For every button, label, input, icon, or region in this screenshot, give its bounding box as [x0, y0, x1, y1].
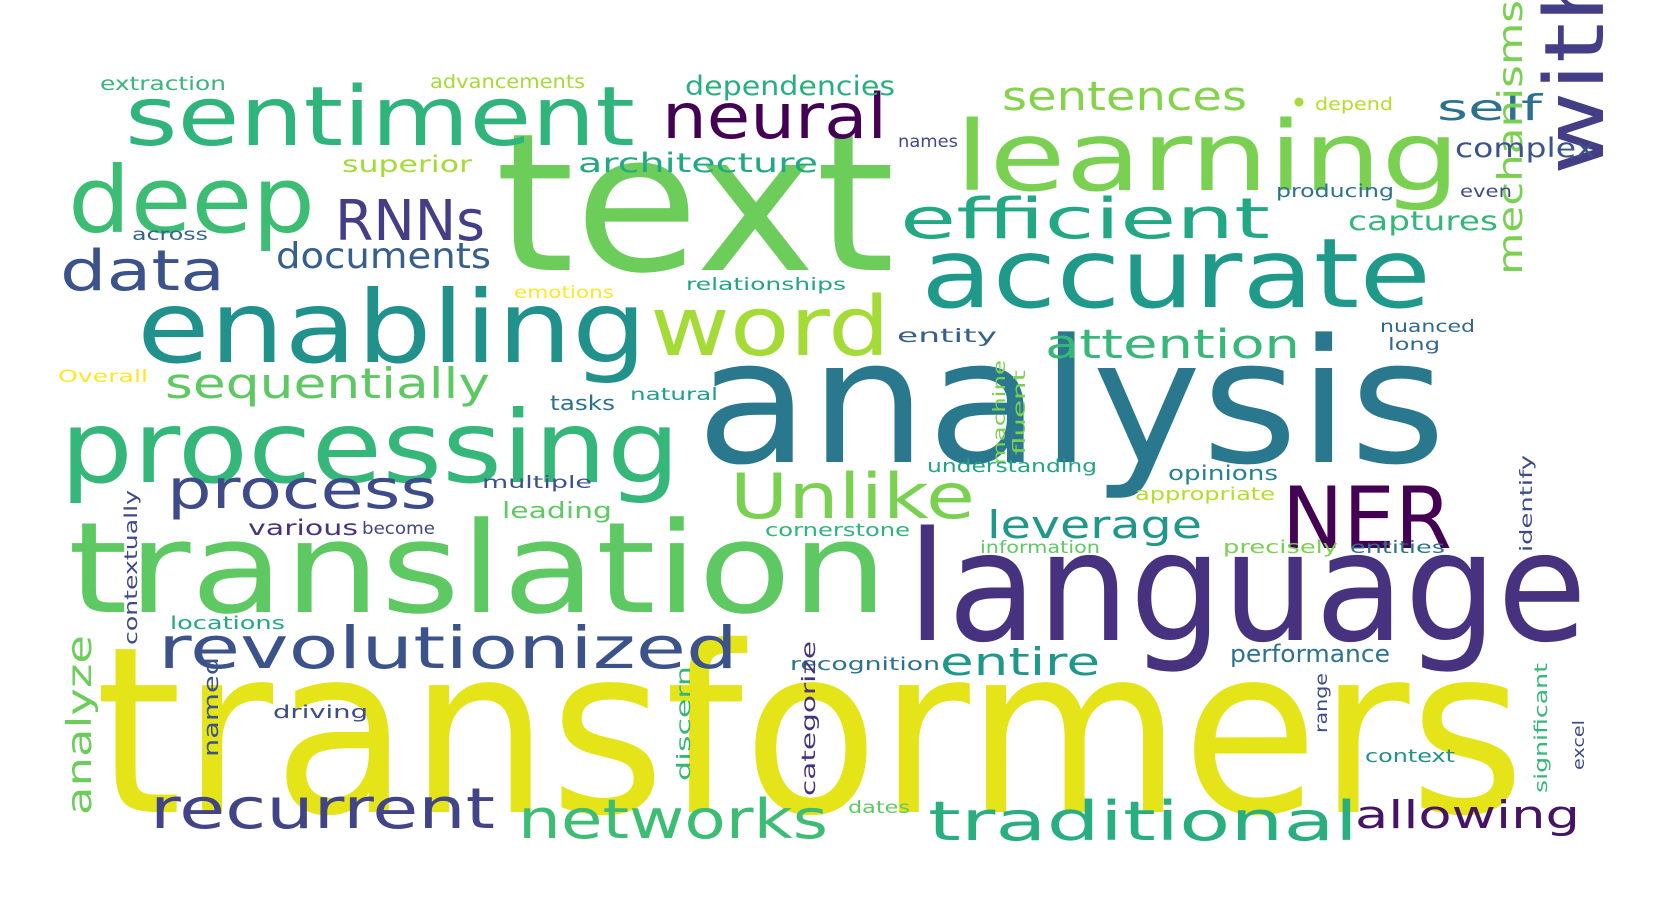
word-rnns: RNNs [335, 189, 485, 254]
word-sequentially: sequentially [165, 359, 490, 408]
word-superior: superior [342, 152, 473, 178]
word-understanding: understanding [927, 456, 1097, 477]
word-entities: entities [1350, 538, 1445, 558]
word-revolutionized: revolutionized [158, 614, 738, 682]
word-neural: neural [662, 80, 887, 153]
word-relationships: relationships [686, 275, 846, 295]
word-excel: excel [1569, 720, 1588, 770]
word-dependencies: dependencies [685, 71, 895, 102]
word-named: named [199, 657, 223, 757]
word-long: long [1388, 335, 1440, 355]
word-analysis: analysis [696, 302, 1446, 503]
word-entity: entity [897, 325, 997, 347]
word-appropriate: appropriate [1135, 484, 1275, 505]
word-cornerstone: cornerstone [765, 520, 910, 541]
word-recognition: recognition [790, 654, 940, 675]
word-documents: documents [276, 236, 491, 277]
word-analyze: analyze [60, 635, 100, 815]
word-tasks: tasks [550, 391, 615, 415]
word-ner: NER [1282, 469, 1452, 569]
word-text: text [495, 93, 895, 316]
word-overall: Overall [58, 367, 148, 387]
word-word: word [650, 280, 890, 375]
word-machine: machine [990, 360, 1010, 465]
word-fluent: fluent [1010, 369, 1030, 455]
word-self: self [1437, 88, 1544, 129]
word-identify: identify [1517, 455, 1537, 552]
word-processing: processing [60, 389, 680, 506]
word-unlike: Unlike [730, 460, 975, 533]
word-within: within [1528, 0, 1623, 175]
word-significant: significant [1531, 663, 1552, 793]
word-range: range [1312, 673, 1332, 733]
word-complex: complex [1455, 133, 1595, 164]
word-extraction: extraction [100, 73, 226, 95]
word-sentences: sentences [1002, 74, 1247, 120]
word-categorize: categorize [798, 641, 820, 796]
word-group: transformers textanalysislanguagetranslat… [58, 0, 1623, 867]
word-even: even [1460, 182, 1512, 202]
word-leading: leading [502, 499, 612, 524]
word-allowing: allowing [1355, 793, 1580, 837]
word-translation: translation [68, 495, 888, 642]
word-locations: locations [170, 613, 285, 634]
word-architecture: architecture [578, 148, 818, 179]
word-emotions: emotions [514, 283, 614, 303]
word-depend: depend [1315, 94, 1393, 115]
word-captures: captures [1348, 206, 1498, 237]
word-multiple: multiple [482, 473, 592, 493]
word-dates: dates [848, 798, 910, 818]
word-names: names [898, 132, 958, 152]
word-process: process [167, 458, 437, 521]
word-transformers: transformers [95, 597, 1525, 867]
word-accurate: accurate [921, 218, 1431, 330]
word-become: become [362, 519, 435, 539]
word-efficient: efficient [900, 187, 1270, 252]
dot-mark [1294, 97, 1304, 107]
word-entire: entire [940, 640, 1100, 684]
word-recurrent: recurrent [150, 777, 495, 842]
word-enabling: enabling [137, 269, 647, 386]
word-language: language [907, 499, 1587, 676]
word-sentiment: sentiment [125, 70, 635, 165]
word-natural: natural [630, 385, 718, 405]
word-mechanisms: mechanisms [1491, 0, 1531, 275]
word-discern: discern [673, 666, 695, 781]
word-opinions: opinions [1168, 461, 1278, 485]
word-performance: performance [1230, 640, 1390, 668]
word-deep: deep [68, 147, 315, 254]
word-information: information [980, 538, 1100, 558]
word-leverage: leverage [987, 503, 1202, 547]
word-producing: producing [1276, 181, 1394, 202]
word-contextually: contextually [121, 490, 142, 645]
word-learning: learning [955, 101, 1460, 213]
word-networks: networks [518, 788, 828, 851]
word-precisely: precisely [1223, 537, 1338, 558]
word-nuanced: nuanced [1380, 317, 1475, 337]
word-context: context [1365, 746, 1455, 767]
word-attention: attention [1045, 322, 1300, 368]
word-traditional: traditional [928, 790, 1358, 853]
word-various: various [248, 516, 358, 540]
word-data: data [60, 239, 225, 304]
word-across: across [132, 225, 208, 245]
word-advancements: advancements [430, 71, 585, 93]
word-driving: driving [273, 702, 368, 723]
